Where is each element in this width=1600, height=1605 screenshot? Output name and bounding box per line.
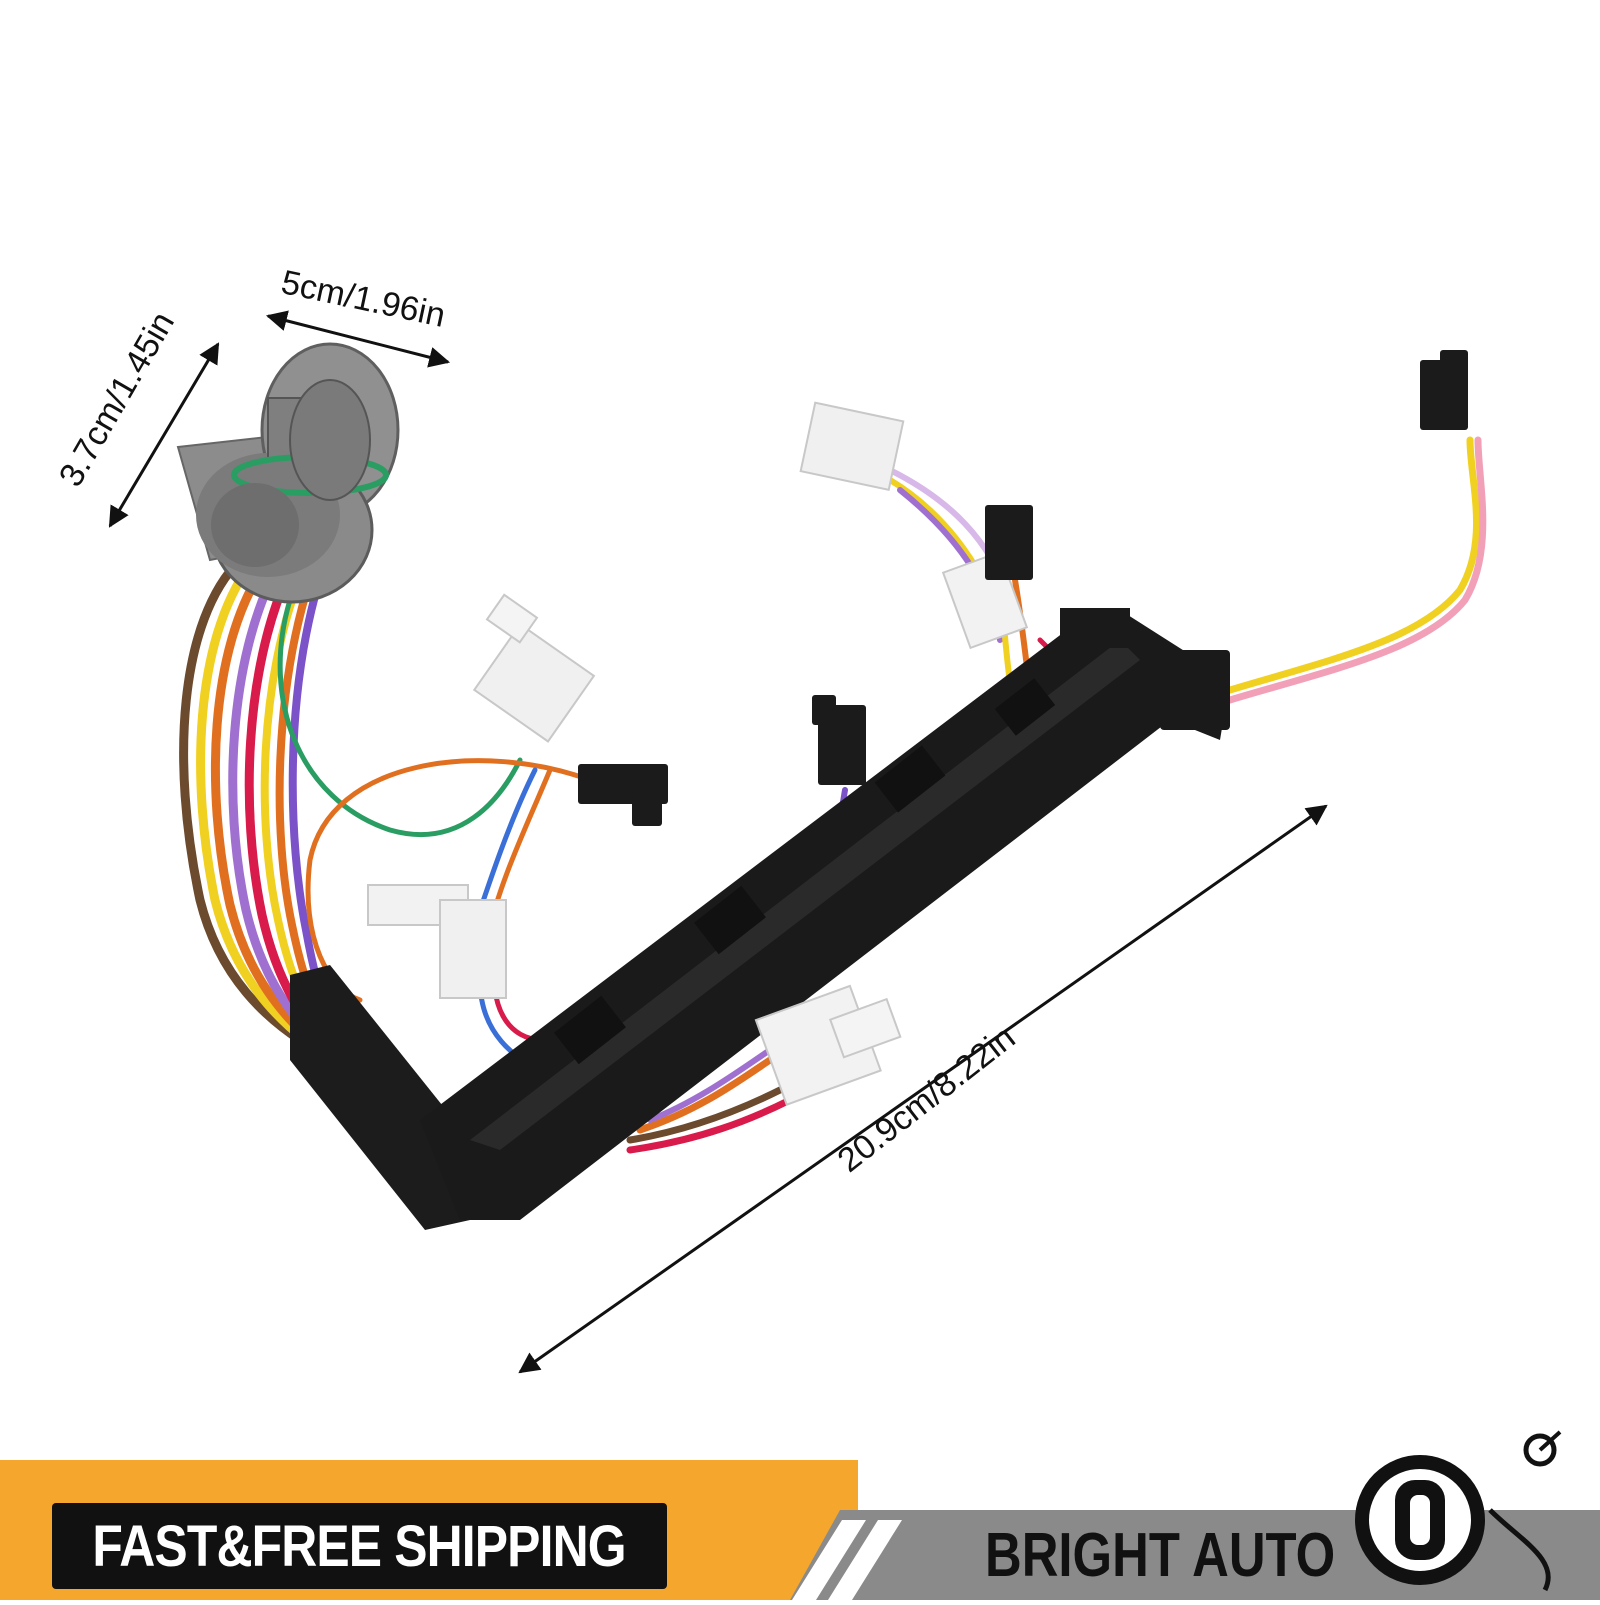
brand-name: BRIGHT AUTO — [985, 1521, 1336, 1590]
black-connectors — [578, 350, 1468, 826]
width-dimension-arrow — [265, 310, 451, 368]
round-connector — [176, 342, 400, 604]
shipping-text: FAST&FREE SHIPPING — [92, 1513, 627, 1579]
height-dimension-arrow — [108, 342, 220, 528]
harness-rail — [290, 608, 1230, 1230]
white-connectors — [367, 401, 1029, 1106]
shipping-badge: FAST&FREE SHIPPING — [52, 1503, 667, 1589]
length-dimension-arrow — [518, 804, 1328, 1374]
brand-logo — [1355, 1430, 1562, 1592]
